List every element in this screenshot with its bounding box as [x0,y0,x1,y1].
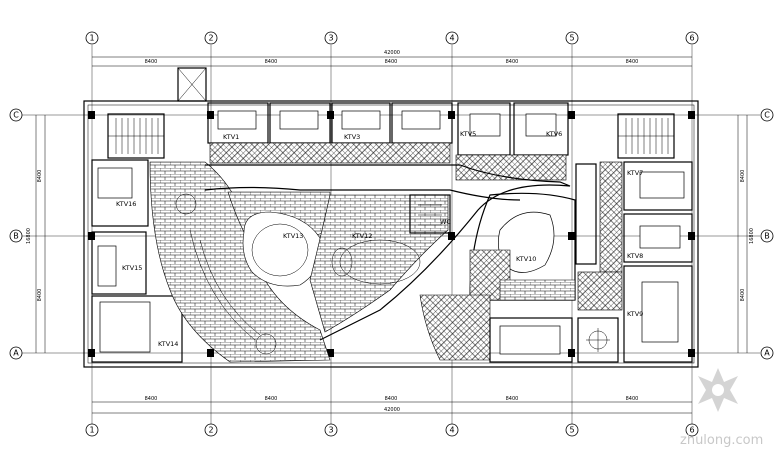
top-ktv-rooms [207,102,569,181]
room-label-ktv14: KTV14 [158,340,178,348]
axis-bottom-1: 1 [89,426,94,435]
axis-top-5: 5 [569,34,574,43]
axis-bottom-4: 4 [449,426,454,435]
top-span-4: 8400 [506,59,519,65]
axis-bottom-6: 6 [689,426,694,435]
central-corridor [204,164,571,341]
top-span-3: 8400 [385,59,398,65]
top-total-dimension: 42000 [384,50,400,56]
room-label-ktv7: KTV7 [627,169,643,177]
room-label-ktv15: KTV15 [122,264,142,272]
top-span-1: 8400 [145,59,158,65]
axis-bubbles-left: C B A [9,108,23,360]
axis-bottom-3: 3 [328,426,333,435]
axis-left-b: B [13,232,19,241]
right-span-2: 8400 [740,289,746,302]
watermark: zhulong.com [680,368,763,448]
axis-left-c: C [13,111,19,120]
left-ktv-rooms [91,159,183,363]
axis-right-c: C [764,111,770,120]
room-label-ktv1: KTV1 [223,133,239,141]
bottom-span-4: 8400 [506,396,519,402]
room-label-ktv5: KTV5 [460,130,476,138]
staircase-right [617,113,675,159]
axis-bubbles-bottom: 1 2 3 4 5 6 [85,423,699,437]
top-span-2: 8400 [265,59,278,65]
axis-top-1: 1 [89,34,94,43]
axis-top-2: 2 [208,34,213,43]
lower-center-rooms [419,294,619,363]
right-ktv-rooms [575,161,693,363]
top-span-5: 8400 [626,59,639,65]
axis-right-b: B [764,232,770,241]
room-label-ktv6: KTV6 [546,130,562,138]
room-label-ktv12: KTV12 [352,232,372,240]
left-span-1: 8400 [37,170,43,183]
axis-bubbles-right: C B A [760,108,774,360]
bottom-span-5: 8400 [626,396,639,402]
axis-top-4: 4 [449,34,454,43]
room-label-ktv13: KTV13 [283,232,303,240]
room-label-ktv9: KTV9 [627,310,643,318]
axis-top-6: 6 [689,34,694,43]
axis-bottom-2: 2 [208,426,213,435]
room-labels: KTV1 KTV3 KTV5 KTV6 KTV7 KTV8 KTV9 KTV10… [116,130,643,348]
left-total-dimension: 16800 [26,228,32,244]
left-dimension-chain: 16800 8400 8400 [26,115,46,353]
axis-left-a: A [13,349,19,358]
room-label-ktv10: KTV10 [516,255,536,263]
watermark-text: zhulong.com [680,433,763,448]
top-dimension-chain: 42000 8400 8400 8400 8400 8400 [92,50,692,67]
bottom-span-3: 8400 [385,396,398,402]
right-dimension-chain: 8400 8400 16800 [737,115,755,353]
left-span-2: 8400 [37,289,43,302]
ktv10-area [469,192,576,301]
room-label-ktv16: KTV16 [116,200,136,208]
right-span-1: 8400 [740,170,746,183]
bottom-dimension-chain: 8400 8400 8400 8400 8400 42000 [92,396,692,414]
lobby-floor-left [149,161,331,363]
axis-bottom-5: 5 [569,426,574,435]
room-label-wc: WC [440,218,451,226]
axis-right-a: A [764,349,770,358]
right-total-dimension: 16800 [749,228,755,244]
room-label-ktv8: KTV8 [627,252,643,260]
axis-top-3: 3 [328,34,333,43]
bottom-total-dimension: 42000 [384,407,400,413]
bottom-span-1: 8400 [145,396,158,402]
room-label-ktv3: KTV3 [344,133,360,141]
bottom-span-2: 8400 [265,396,278,402]
staircase-left [107,113,165,159]
axis-bubbles-top: 1 2 3 4 5 6 [85,31,699,45]
